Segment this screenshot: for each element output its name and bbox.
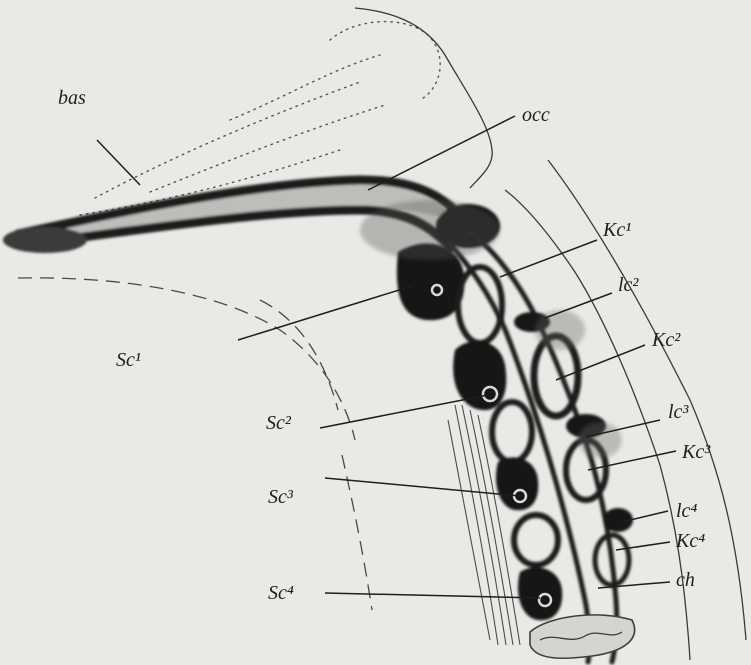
haze <box>535 310 585 350</box>
label-lc3: lc³ <box>668 401 689 423</box>
chorda-cap <box>530 615 635 658</box>
label-kc1: Kc¹ <box>602 219 631 241</box>
leader-sc4 <box>325 593 540 598</box>
leader-lc2 <box>545 293 612 318</box>
label-occ: occ <box>522 104 550 126</box>
sclerotome-boundary-dashed-lower <box>342 455 372 610</box>
lower-hole-1 <box>492 402 532 462</box>
sclerotome-boundary-dashed <box>18 278 355 440</box>
sc4-blob <box>518 567 562 620</box>
basal-dotted-line-4 <box>230 55 380 120</box>
haze <box>360 200 500 260</box>
label-kc4: Kc⁴ <box>675 530 705 552</box>
fiber <box>448 420 490 640</box>
label-lc2: lc² <box>618 274 639 296</box>
label-ch: ch <box>676 569 695 591</box>
label-bas: bas <box>58 87 86 109</box>
label-sc1: Sc¹ <box>116 349 141 371</box>
leader-occ <box>368 116 515 190</box>
leader-kc1 <box>500 240 597 277</box>
haze <box>578 422 622 458</box>
sclerotome-chain <box>397 244 562 621</box>
label-sc4: Sc⁴ <box>268 582 294 604</box>
leader-sc1 <box>238 286 412 340</box>
inner-dashed-arc <box>260 300 338 410</box>
outline-contours <box>18 8 746 660</box>
label-kc3: Kc³ <box>681 441 711 463</box>
lower-hole-2 <box>514 515 558 565</box>
label-lc4: lc⁴ <box>676 500 697 522</box>
label-sc2: Sc² <box>266 412 292 434</box>
occipital-tip <box>3 227 87 253</box>
leader-bas <box>97 140 140 185</box>
muscle-fibers <box>448 405 520 645</box>
label-sc3: Sc³ <box>268 486 294 508</box>
label-kc2: Kc² <box>651 329 681 351</box>
top-dotted-outline <box>330 22 440 100</box>
